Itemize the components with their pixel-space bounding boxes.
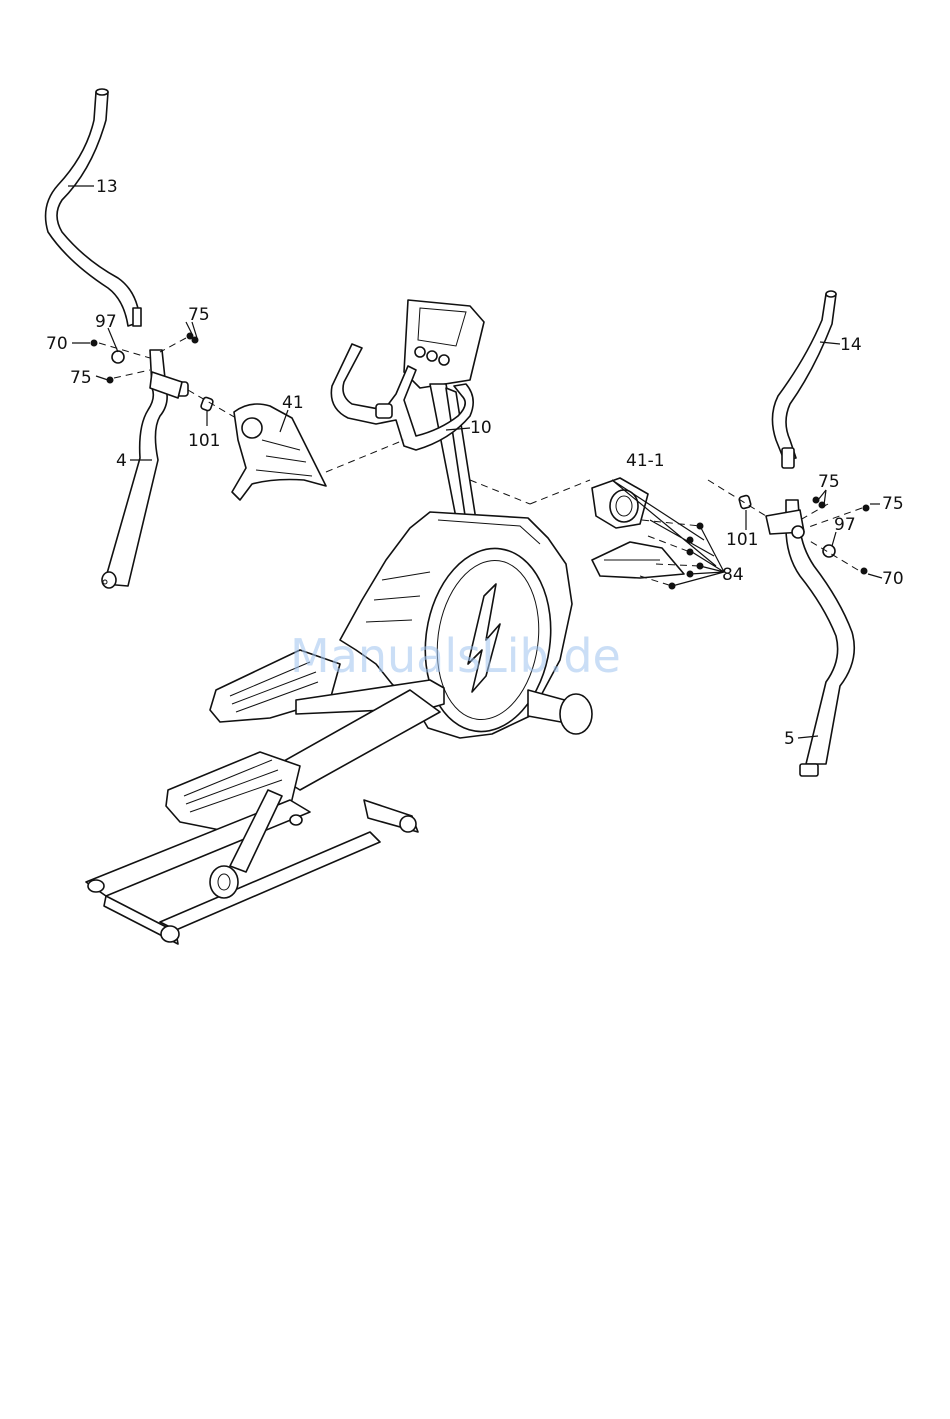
right-upper-handlebar-14 xyxy=(772,291,836,468)
label-41: 41 xyxy=(282,393,304,413)
label-84: 84 xyxy=(722,565,744,585)
label-97-left: 97 xyxy=(95,312,117,332)
label-70-right: 70 xyxy=(882,569,904,589)
watermark: ManualsLib.de xyxy=(290,629,621,683)
label-75-left-top: 75 xyxy=(188,305,210,325)
label-70-left: 70 xyxy=(46,334,68,354)
label-101-right: 101 xyxy=(726,530,758,550)
label-75-left-bottom: 75 xyxy=(70,368,92,388)
left-lower-arm-4 xyxy=(102,350,188,588)
label-75-right-top: 75 xyxy=(818,472,840,492)
label-101-left: 101 xyxy=(188,431,220,451)
left-cover-41 xyxy=(232,404,326,500)
console-mast-10 xyxy=(331,300,484,528)
label-5: 5 xyxy=(784,729,795,749)
label-41-1: 41-1 xyxy=(626,451,665,471)
main-frame xyxy=(86,512,592,944)
label-75-right: 75 xyxy=(882,494,904,514)
left-upper-handlebar-13 xyxy=(46,89,141,326)
label-13: 13 xyxy=(96,177,118,197)
label-97-right: 97 xyxy=(834,515,856,535)
right-lower-arm-5 xyxy=(766,500,854,776)
label-10: 10 xyxy=(470,418,492,438)
label-4: 4 xyxy=(116,451,127,471)
label-14: 14 xyxy=(840,335,862,355)
